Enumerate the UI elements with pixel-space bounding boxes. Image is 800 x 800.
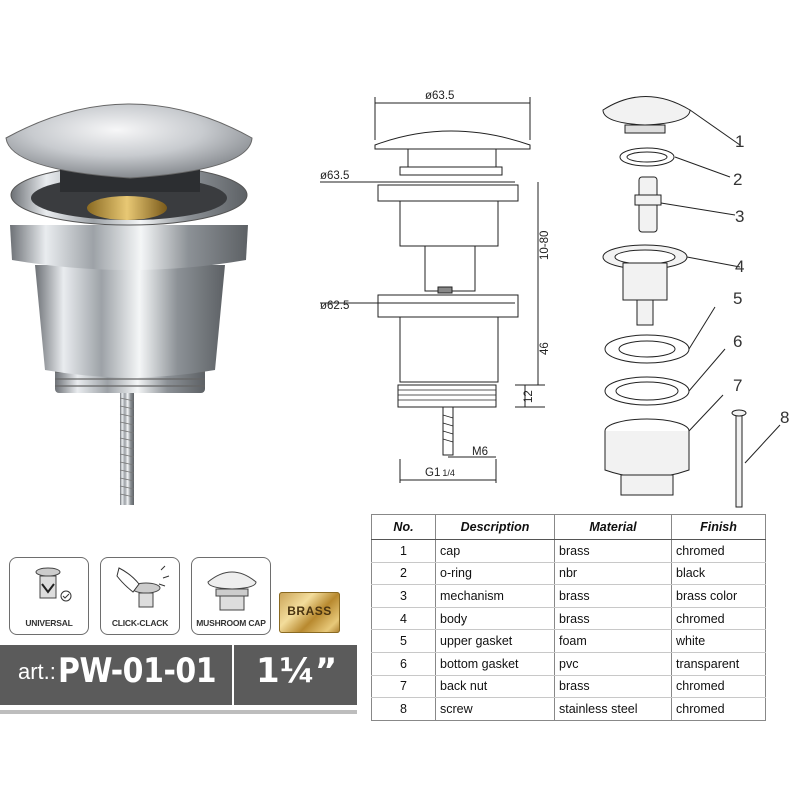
- brass-mechanism: [87, 196, 167, 220]
- cell-description: bottom gasket: [435, 652, 555, 676]
- dim-flange-diameter: ø63.5: [320, 170, 349, 182]
- body: [35, 265, 225, 378]
- feature-label: UNIVERSAL: [25, 618, 73, 628]
- callout-5: 5: [733, 289, 742, 308]
- callout-8: 8: [780, 408, 789, 427]
- feature-label: MUSHROOM CAP: [196, 618, 266, 628]
- feature-universal: UNIVERSAL: [9, 557, 89, 635]
- article-prefix: art.:: [18, 659, 56, 684]
- bar-underline: [0, 710, 357, 714]
- screw-rod: [120, 380, 134, 505]
- material-badge-label: BRASS: [287, 604, 332, 618]
- dim-body-height: 46: [539, 342, 551, 355]
- cell-description: back nut: [435, 675, 555, 699]
- cell-no: 4: [371, 607, 436, 631]
- cell-material: stainless steel: [554, 697, 672, 721]
- callout-4: 4: [735, 257, 744, 276]
- cell-no: 2: [371, 562, 436, 586]
- material-badge: BRASS: [279, 592, 340, 633]
- header-material: Material: [554, 514, 672, 540]
- article-code: PW-01-01: [58, 651, 217, 691]
- click-clack-hand-icon: [116, 565, 170, 608]
- cell-finish: chromed: [671, 607, 766, 631]
- cell-material: nbr: [554, 562, 672, 586]
- callout-1: 1: [735, 132, 744, 151]
- callout-3: 3: [735, 207, 744, 226]
- cell-no: 1: [371, 539, 436, 563]
- cell-description: o-ring: [435, 562, 555, 586]
- cell-material: brass: [554, 539, 672, 563]
- flange: [10, 225, 248, 270]
- feature-click-clack: CLICK-CLACK: [100, 557, 180, 635]
- parts-table-header: No. Description Material Finish: [371, 514, 766, 540]
- dim-body-flange-diameter: ø62.5: [320, 300, 349, 312]
- cell-material: brass: [554, 607, 672, 631]
- callout-7: 7: [733, 376, 742, 395]
- cell-material: brass: [554, 675, 672, 699]
- cell-finish: brass color: [671, 584, 766, 608]
- universal-drain-icon: [35, 567, 72, 602]
- cap: [5, 103, 253, 179]
- cell-description: mechanism: [435, 584, 555, 608]
- dim-thread-height: 12: [523, 390, 535, 403]
- feature-mushroom-cap: MUSHROOM CAP: [191, 557, 271, 635]
- article-size: 1¼”: [256, 651, 338, 691]
- cell-description: upper gasket: [435, 629, 555, 653]
- cell-finish: chromed: [671, 539, 766, 563]
- cell-material: brass: [554, 584, 672, 608]
- dim-cap-diameter: ø63.5: [425, 90, 454, 102]
- header-no: No.: [371, 514, 436, 540]
- cell-description: cap: [435, 539, 555, 563]
- mushroom-cap-icon: [207, 571, 257, 611]
- part-cap: [602, 96, 691, 126]
- article-bar: art.: PW-01-01 1¼”: [0, 645, 357, 705]
- cell-no: 3: [371, 584, 436, 608]
- header-finish: Finish: [671, 514, 766, 540]
- cell-finish: black: [671, 562, 766, 586]
- cell-description: screw: [435, 697, 555, 721]
- feature-label: CLICK-CLACK: [111, 618, 169, 628]
- cell-no: 8: [371, 697, 436, 721]
- cell-no: 7: [371, 675, 436, 699]
- cell-material: pvc: [554, 652, 672, 676]
- bar-divider: [232, 645, 234, 705]
- callout-6: 6: [733, 332, 742, 351]
- header-description: Description: [435, 514, 555, 540]
- cell-description: body: [435, 607, 555, 631]
- cell-finish: transparent: [671, 652, 766, 676]
- callout-2: 2: [733, 170, 742, 189]
- exploded-view: 1 2 3 4 5 6 7 8: [602, 96, 789, 508]
- cell-finish: chromed: [671, 675, 766, 699]
- cell-no: 5: [371, 629, 436, 653]
- cell-no: 6: [371, 652, 436, 676]
- product-photo: [5, 103, 253, 505]
- dim-height-adjust: 10-80: [539, 231, 551, 260]
- cell-material: foam: [554, 629, 672, 653]
- cell-finish: chromed: [671, 697, 766, 721]
- cell-finish: white: [671, 629, 766, 653]
- dim-screw-thread: M6: [472, 446, 488, 458]
